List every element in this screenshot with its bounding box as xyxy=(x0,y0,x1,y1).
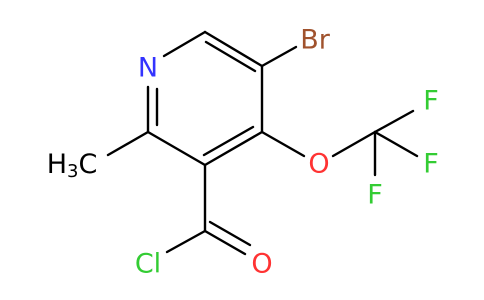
bond-c5-c6 xyxy=(146,130,207,167)
methyl-h: H xyxy=(47,149,67,180)
bond-c2-c3 xyxy=(203,30,264,68)
atom-o-carbonyl: O xyxy=(251,249,272,280)
bond-c2-c3-inner xyxy=(204,40,257,73)
bond-o-cf3 xyxy=(331,130,377,158)
atom-n: N xyxy=(138,53,158,84)
atom-f-right: F xyxy=(423,149,439,180)
bond-c6-methyl xyxy=(106,130,150,157)
atom-f-lower: F xyxy=(367,180,383,211)
bond-cacyl-o-inner xyxy=(208,220,252,247)
bonds xyxy=(106,30,419,256)
bond-n1-c2 xyxy=(162,30,207,58)
bond-cacyl-cl xyxy=(165,229,207,254)
atom-labels: N Br O F F F Cl O H3C xyxy=(47,25,439,280)
bond-c-f2 xyxy=(373,130,419,158)
bond-c3-br xyxy=(260,45,298,68)
atom-o-ether: O xyxy=(308,149,329,180)
methyl-subscript: 3 xyxy=(67,161,78,182)
methyl-c: C xyxy=(78,149,97,180)
bond-c4-c5-inner xyxy=(202,125,255,157)
bond-cacyl-o xyxy=(203,229,247,256)
atom-br: Br xyxy=(300,25,331,56)
atom-f-upper: F xyxy=(423,86,439,117)
atom-cl: Cl xyxy=(135,249,161,280)
bond-c4-o xyxy=(260,130,306,158)
bond-c4-c5 xyxy=(203,130,264,167)
atom-methyl: H3C xyxy=(47,149,98,182)
bond-c-f1 xyxy=(373,109,415,134)
